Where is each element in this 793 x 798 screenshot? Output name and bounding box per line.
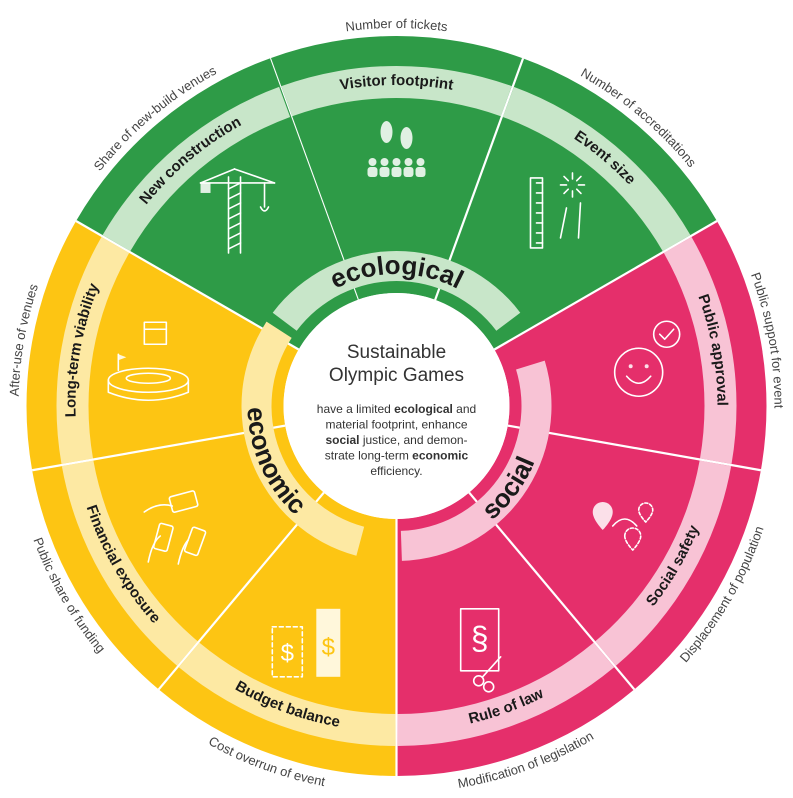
document-scissors-icon: § [459, 608, 502, 693]
center-title-line2: Olympic Games [329, 365, 464, 386]
indicator-band [281, 66, 512, 117]
dimension-arc-social [400, 360, 552, 561]
center-body-line: have a limited ecological and [317, 402, 476, 416]
sector-divider [157, 491, 325, 691]
smiling-face-check-icon [613, 320, 681, 398]
center-body-bold: social [325, 433, 359, 447]
indicator-band [502, 86, 691, 252]
sector-divider [507, 424, 762, 472]
center-title-line1: Sustainable [347, 342, 446, 363]
center-body-line: material footprint, enhance [325, 418, 467, 432]
center-body-run: and [453, 402, 476, 416]
sector-divider [493, 220, 718, 351]
center-description: have a limited ecological and material fo… [317, 402, 476, 478]
sector-rule-of-law [396, 492, 635, 776]
center-body-line: social justice, and demon- [325, 433, 467, 447]
sector-divider [31, 424, 286, 472]
center-body-line: efficiency. [370, 464, 422, 478]
stadium-calendar-icon [107, 321, 190, 402]
sector-divider [468, 491, 636, 691]
center-body-run: have a limited [317, 402, 394, 416]
location-pins-icon [592, 502, 654, 551]
indicator-icons: §$$ [107, 121, 681, 693]
center-body-run: efficiency. [370, 464, 422, 478]
sector-event-size [435, 58, 717, 350]
center-body-run: justice, and demon- [359, 433, 467, 447]
sector-social-safety [469, 425, 761, 690]
wheel-sectors [26, 36, 767, 776]
indicator-band [595, 460, 732, 666]
center-disc [283, 293, 510, 519]
center-body-line: strate long-term economic [325, 449, 469, 463]
svg-text:§: § [471, 620, 489, 656]
dimension-arc-ecological [272, 250, 521, 331]
indicator-band [102, 86, 291, 252]
center-body-run: strate long-term [325, 449, 412, 463]
sector-divider [75, 220, 300, 351]
indicator-band [178, 642, 396, 746]
ruler-fireworks-icon [529, 172, 586, 249]
indicator-band [663, 237, 737, 464]
dimension-arc-economic [241, 321, 365, 556]
indicator-name: Visitor footprint [339, 72, 455, 94]
indicator-band [61, 460, 198, 666]
dimension-arcs [241, 250, 552, 561]
dollar-bars-icon: $$ [271, 608, 341, 678]
hands-money-icon [143, 490, 207, 565]
center-circle: Sustainable Olympic Games have a limited… [283, 293, 510, 519]
center-body-run: material footprint, enhance [325, 418, 467, 432]
footprints-people-icon [367, 121, 426, 177]
crane-icon [199, 168, 276, 254]
indicator-band [56, 237, 130, 464]
svg-text:$: $ [322, 634, 335, 661]
indicator-measure: Number of tickets [345, 16, 449, 34]
sector-divider [434, 57, 525, 301]
indicator-band [397, 642, 615, 746]
indicator-name-path: Visitor footprint [339, 72, 455, 94]
sector-new-construction [76, 58, 358, 350]
sector-financial-exposure [32, 425, 324, 690]
center-body-bold: economic [412, 449, 468, 463]
svg-text:$: $ [281, 640, 294, 667]
indicator-measure-path: Number of tickets [345, 16, 449, 34]
center-body-bold: ecological [394, 402, 453, 416]
sector-budget-balance [158, 492, 397, 776]
